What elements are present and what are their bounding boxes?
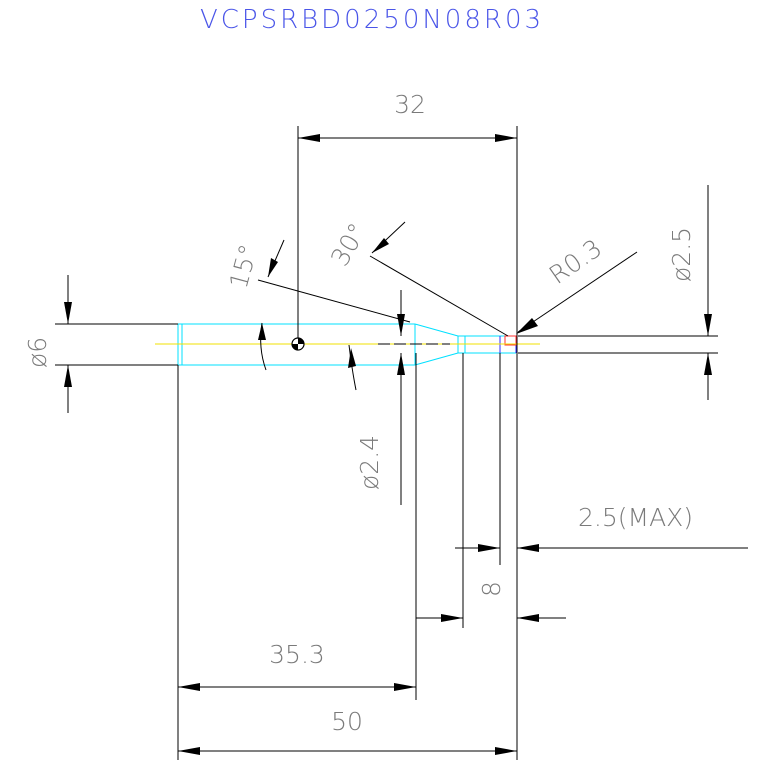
dimension-32: 32 — [297, 90, 518, 760]
dimension-50: 50 — [178, 707, 517, 755]
diameter-2-4: ø2.4 — [355, 290, 405, 505]
dim-35-3-label: 35.3 — [269, 640, 325, 669]
angle-30-label: 30° — [325, 218, 372, 271]
angle-15: 15° — [224, 239, 411, 371]
dim-50-label: 50 — [331, 707, 363, 736]
diameter-2-4-label: ø2.4 — [355, 435, 384, 490]
diameter-6-label: ø6 — [23, 337, 52, 368]
radius-callout: R0.3 — [516, 233, 638, 334]
angle-15-label: 15° — [224, 241, 263, 291]
dimension-8: 8 — [416, 353, 566, 628]
diameter-2-5-label: ø2.5 — [667, 227, 696, 282]
radius-label: R0.3 — [544, 233, 607, 290]
center-of-gravity-icon — [291, 337, 305, 351]
dimension-2-5-max: 2.5(MAX) — [455, 353, 748, 565]
max-2-5-label: 2.5(MAX) — [578, 503, 693, 532]
dim-32-label: 32 — [394, 90, 426, 119]
dim-8-label: 8 — [477, 581, 506, 597]
drawing-title: VCPSRBD0250N08R03 — [200, 5, 544, 35]
dimension-35-3: 35.3 — [177, 353, 417, 760]
diameter-6: ø6 — [23, 275, 178, 413]
diameter-2-5: ø2.5 — [518, 185, 718, 400]
